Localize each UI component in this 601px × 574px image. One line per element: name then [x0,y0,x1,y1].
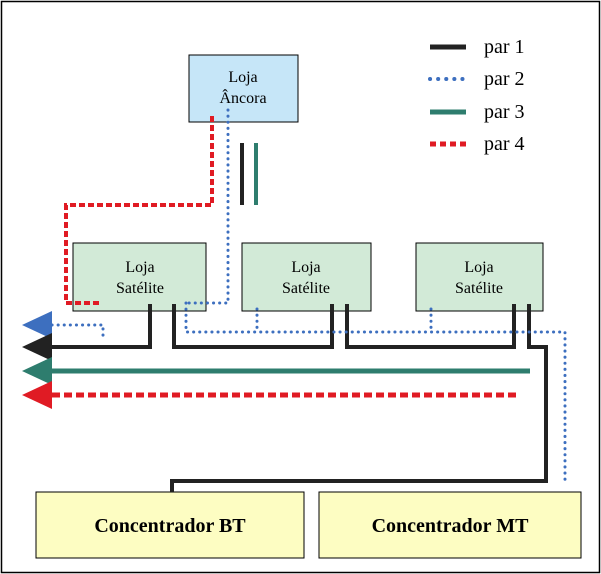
satellite-3-line2: Satélite [455,280,503,297]
par2-lines [50,108,567,486]
par2-bus-main [184,301,567,486]
par4-arrowhead [22,381,52,409]
anchor-store-line1: Loja [228,69,257,86]
concentrator-mt-label: Concentrador MT [372,515,529,537]
legend-item-par3: par 3 [430,101,525,123]
par1-bus-seg2 [172,304,334,349]
par2-anchor-to-sat1 [184,108,230,305]
concentrator-mt-box: Concentrador MT [318,491,582,559]
anchor-store-line2: Âncora [219,88,266,107]
par3-arrowhead [22,357,52,385]
satellite-3-line1: Loja [464,259,493,276]
legend-label-par4: par 4 [484,133,525,155]
satellite-2-line1: Loja [291,259,320,276]
legend: par 1 par 2 par 3 par 4 [428,36,525,155]
legend-item-par2: par 2 [428,68,525,90]
par4-anchor-loop [64,116,214,305]
par2-bus-left [50,323,105,342]
satellite-2-line2: Satélite [282,280,330,297]
par1-arrowhead [22,333,52,361]
legend-item-par1: par 1 [430,36,525,58]
par1-to-concentrator-bt [170,304,548,492]
satellite-store-box-2: Loja Satélite [241,242,372,312]
satellite-1-line1: Loja [125,259,154,276]
legend-label-par2: par 2 [484,68,525,90]
par2-arrowhead [22,311,52,339]
anchor-store-box: Loja Âncora [188,54,299,123]
par1-bus-seg3 [345,304,516,349]
legend-label-par1: par 1 [484,36,525,58]
legend-item-par4: par 4 [430,133,525,155]
satellite-store-box-1: Loja Satélite [72,242,207,312]
satellite-store-box-3: Loja Satélite [415,242,544,312]
concentrator-bt-box: Concentrador BT [35,491,305,559]
par1-bus-seg1 [52,304,152,349]
concentrator-bt-label: Concentrador BT [94,515,246,537]
satellite-1-line2: Satélite [116,280,164,297]
legend-label-par3: par 3 [484,101,525,123]
